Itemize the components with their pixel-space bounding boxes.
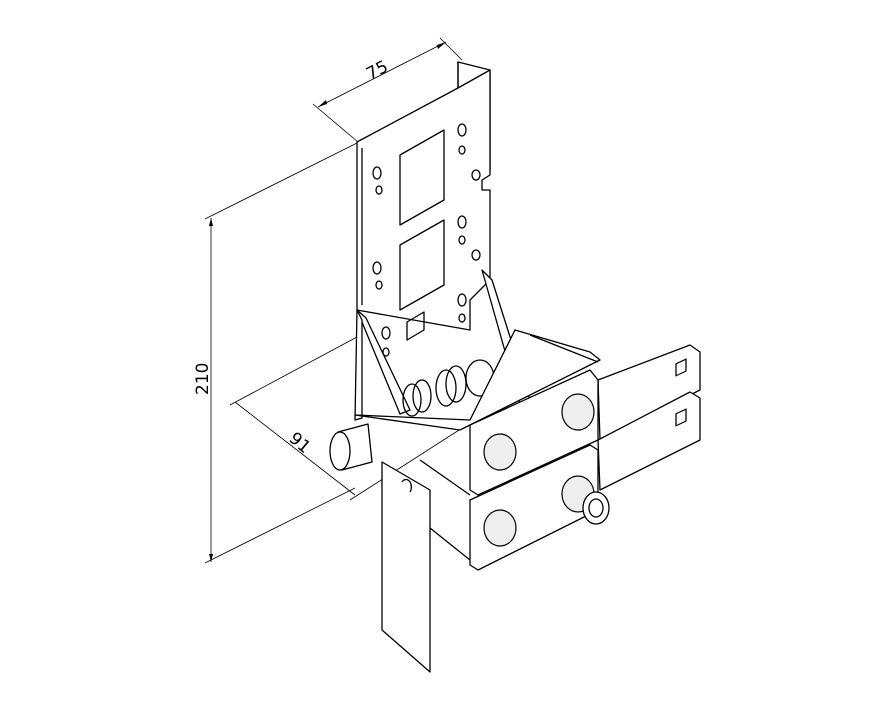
back-plate — [356, 61, 491, 357]
dimension-height: 210 — [193, 142, 358, 564]
hanging-strap — [381, 461, 431, 673]
dimension-height-label: 210 — [193, 363, 213, 395]
dimension-width-label: 75 — [363, 57, 391, 85]
dimension-depth-label: 91 — [285, 429, 314, 458]
lower-bracket — [419, 344, 701, 571]
spring-hinge — [329, 269, 601, 471]
